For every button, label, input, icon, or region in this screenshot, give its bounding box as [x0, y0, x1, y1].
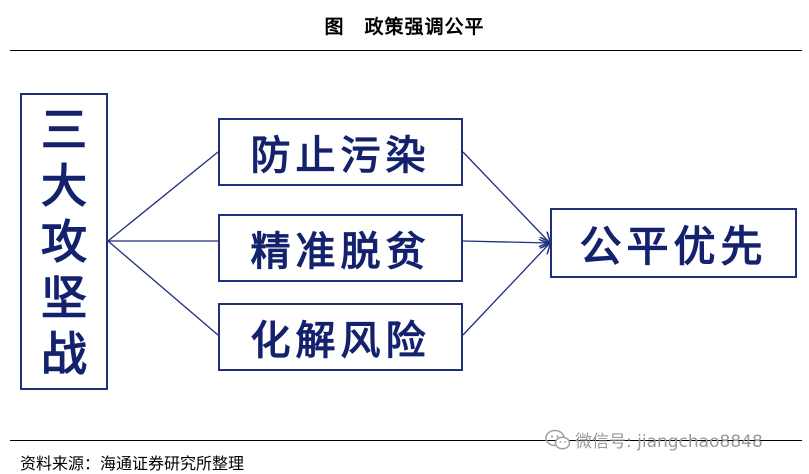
pollution-prevention-box: 防止污染: [218, 118, 463, 186]
three-battles-box: 三 大 攻 坚 战: [20, 93, 108, 390]
arrow-risk-to-fairness: [462, 243, 550, 336]
arrow-poverty-to-fairness: [462, 241, 550, 243]
wechat-icon: [545, 429, 571, 450]
arrow-pollution-to-fairness: [462, 151, 550, 243]
three-battles-char: 大: [41, 158, 87, 213]
top-divider: [10, 50, 802, 51]
wechat-watermark: 微信号: jiangchao8848: [545, 427, 763, 452]
poverty-alleviation-box: 精准脱贫: [218, 214, 463, 282]
source-note: 资料来源：海通证券研究所整理: [20, 454, 245, 473]
line-left-to-risk: [107, 240, 219, 336]
risk-resolution-box: 化解风险: [218, 303, 463, 371]
three-battles-char: 战: [41, 326, 87, 381]
three-battles-char: 坚: [41, 270, 87, 325]
three-battles-char: 攻: [41, 214, 87, 269]
line-left-to-pollution: [107, 151, 219, 242]
figure-title: 图 政策强调公平: [324, 16, 485, 38]
bottom-divider: [10, 440, 802, 441]
fairness-priority-box: 公平优先: [550, 208, 797, 278]
three-battles-char: 三: [41, 102, 87, 157]
watermark-text: 微信号: jiangchao8848: [575, 432, 763, 452]
